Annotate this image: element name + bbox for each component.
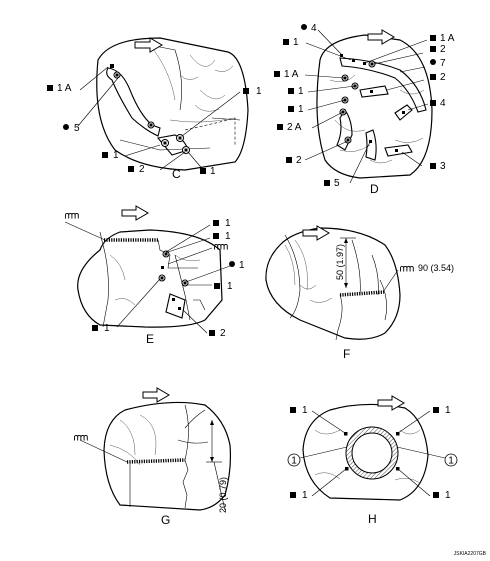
panel-f-label: F [343, 347, 350, 361]
panel-h-label: H [368, 512, 377, 526]
callout-c-1-left: 1 [113, 150, 119, 161]
callout-c-1a: 1 A [57, 83, 72, 94]
dim-f-vertical: 50 (1.97) [335, 244, 345, 280]
callout-e-1-e: 1 [104, 323, 110, 334]
spot-welds-h [344, 432, 400, 471]
callout-d-1-mid: 1 [298, 86, 304, 97]
callout-d-1-low: 1 [298, 104, 304, 115]
callout-h-1-tl: 1 [302, 405, 308, 416]
spot-welds-d [339, 54, 405, 152]
panel-g: 20 (0.79) G [74, 387, 232, 527]
weld-bead-g [126, 458, 186, 464]
panel-h: 1 1 1 1 1 1 H [287, 395, 458, 526]
panel-d-label: D [370, 182, 379, 196]
panel-f-outline [265, 227, 401, 340]
panel-g-label: G [161, 513, 170, 527]
weld-bead-f [339, 290, 385, 297]
panel-f: 50 (1.97) 90 (3.54) F [265, 225, 454, 361]
callout-d-2-bottom: 2 [296, 155, 302, 166]
weld-symbol-icon [74, 434, 88, 441]
callout-h-1-br: 1 [445, 490, 451, 501]
reference-code: JSKIA2207GB [454, 551, 487, 557]
callout-c-2: 2 [139, 164, 145, 175]
callout-d-4-top: 4 [311, 23, 317, 34]
panel-c: 1 A 5 1 1 2 1 C [47, 37, 262, 181]
callout-d-3: 3 [440, 161, 446, 172]
panel-e-label: E [146, 332, 154, 346]
direction-arrow-icon [377, 395, 405, 411]
callout-e-1-b: 1 [225, 231, 231, 242]
callout-c-1-bottom: 1 [210, 166, 216, 177]
spot-welds-e [158, 250, 189, 310]
callout-d-1a-top: 1 A [440, 33, 455, 44]
callout-c-1-right: 1 [256, 86, 262, 97]
panel-c-label: C [172, 167, 181, 181]
circled-callout-h-right: 1 [448, 456, 454, 467]
dim-f-weld: 90 (3.54) [418, 263, 454, 273]
direction-arrow-icon [367, 29, 395, 45]
callout-h-1-tr: 1 [445, 405, 451, 416]
weld-symbol-icon [400, 265, 414, 272]
callout-d-2a: 2 A [287, 122, 302, 133]
direction-arrow-icon [142, 387, 170, 403]
callout-e-1-a: 1 [225, 218, 231, 229]
callout-e-1-c: 1 [239, 260, 245, 271]
callout-d-7: 7 [440, 58, 446, 69]
panel-e: 1 1 1 1 1 2 E [64, 205, 245, 346]
callout-e-2: 2 [220, 328, 226, 339]
circled-callout-h-left: 1 [291, 456, 297, 467]
callout-d-2-right: 2 [440, 72, 446, 83]
direction-arrow-icon [302, 225, 330, 241]
callout-d-5: 5 [334, 178, 340, 189]
spot-welds-c [110, 64, 190, 154]
callout-d-1a-left: 1 A [284, 69, 299, 80]
panel-c-outline [96, 37, 249, 171]
panel-e-outline [77, 229, 223, 328]
panel-d: 4 1 1 A 2 7 1 A 1 2 1 4 2 A 2 5 3 D [274, 23, 455, 196]
direction-arrow-icon [121, 205, 149, 221]
dim-g-vertical: 20 (0.79) [218, 477, 228, 513]
callout-h-1-bl: 1 [302, 490, 308, 501]
callout-e-1-d: 1 [227, 281, 233, 292]
direction-arrow-icon [134, 37, 163, 53]
callout-d-1-top: 1 [293, 37, 299, 48]
panel-g-outline [103, 401, 232, 511]
callout-c-5: 5 [74, 123, 80, 134]
panel-d-outline [316, 34, 433, 179]
weld-symbol-icon [65, 212, 79, 219]
callout-d-4-right: 4 [440, 98, 446, 109]
callout-d-2-top: 2 [440, 44, 446, 55]
